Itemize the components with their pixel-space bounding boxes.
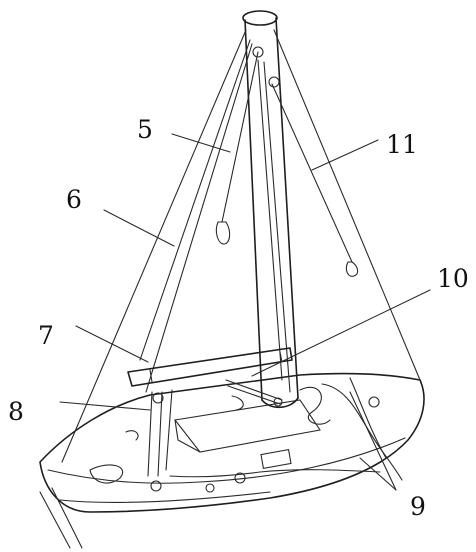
leader-9b <box>359 457 397 491</box>
mast <box>242 10 299 409</box>
hull <box>39 372 425 549</box>
leader-7 <box>75 325 149 363</box>
callout-6: 6 <box>66 185 82 214</box>
rigging-lines <box>61 29 421 463</box>
leader-6 <box>103 209 175 247</box>
boom <box>127 347 293 407</box>
leader-11 <box>311 139 379 171</box>
callout-9: 9 <box>410 492 426 521</box>
callout-10: 10 <box>437 264 469 293</box>
callout-8: 8 <box>8 397 24 426</box>
callout-7: 7 <box>38 321 54 350</box>
leader-5 <box>171 133 231 153</box>
deck-lines <box>169 377 403 493</box>
leader-lines <box>59 133 431 491</box>
leader-8 <box>59 401 151 411</box>
mainsheet-tackle <box>89 389 173 492</box>
callout-11: 11 <box>386 130 418 159</box>
leader-10 <box>251 289 431 377</box>
leader-9a <box>349 391 397 491</box>
callout-5: 5 <box>137 115 153 144</box>
